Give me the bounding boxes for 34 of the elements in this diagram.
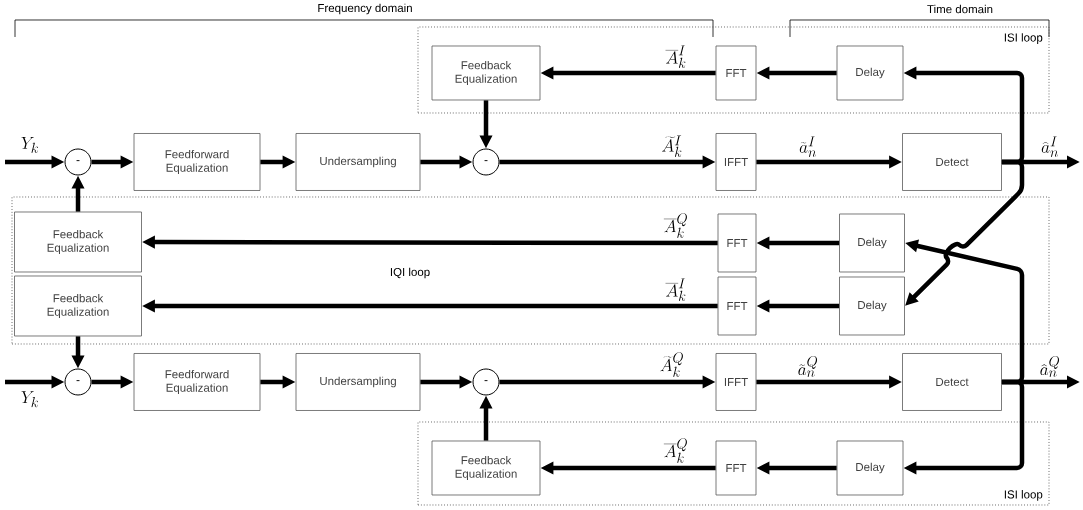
edge-label: $\widehat{a}_n^I$ — [1040, 135, 1060, 158]
process-box: FFT — [717, 213, 757, 273]
process-box: Undersampling — [295, 353, 421, 411]
process-box: Undersampling — [295, 133, 421, 191]
process-box: Feedforward Equalization — [133, 133, 261, 191]
process-box: FFT — [715, 45, 757, 101]
process-box: Detect — [902, 133, 1002, 191]
edge-label: $\overline{A}_k^I$ — [664, 44, 688, 69]
process-box: Feedback Equalization — [14, 211, 142, 273]
domain-label: Time domain — [927, 4, 993, 14]
process-box: Delay — [839, 276, 905, 336]
process-box: FFT — [715, 440, 757, 496]
edge-label: $\widehat{a}_n^Q$ — [1038, 355, 1062, 378]
edge-label: $\overline{A}_k^Q$ — [662, 437, 690, 464]
domain-label: Frequency domain — [318, 3, 412, 15]
process-box: Delay — [836, 45, 904, 101]
process-box: Delay — [836, 440, 904, 496]
process-box: Detect — [902, 353, 1002, 411]
edge-label: $\widetilde{A}_k^Q$ — [658, 351, 686, 378]
process-box: IFFT — [715, 133, 757, 191]
edge-label: $\overline{A}_k^Q$ — [662, 212, 690, 239]
process-box: Feedback Equalization — [431, 45, 541, 101]
process-box: Feedback Equalization — [431, 440, 541, 496]
process-box: Feedback Equalization — [14, 275, 142, 337]
edge-label: $\widetilde{a}_n^I$ — [798, 135, 818, 158]
edge-label: $\overline{A}_k^I$ — [664, 277, 688, 302]
process-box: IFFT — [715, 353, 757, 411]
process-box: FFT — [717, 276, 757, 336]
process-box: Delay — [839, 213, 905, 273]
edge-label: $Y_k$ — [19, 390, 41, 409]
edge-label: $\widetilde{A}_k^I$ — [660, 134, 684, 158]
edge-label: $\widetilde{a}_n^Q$ — [796, 355, 820, 378]
process-box: Feedforward Equalization — [133, 353, 261, 411]
edge-label: $Y_k$ — [19, 135, 41, 154]
